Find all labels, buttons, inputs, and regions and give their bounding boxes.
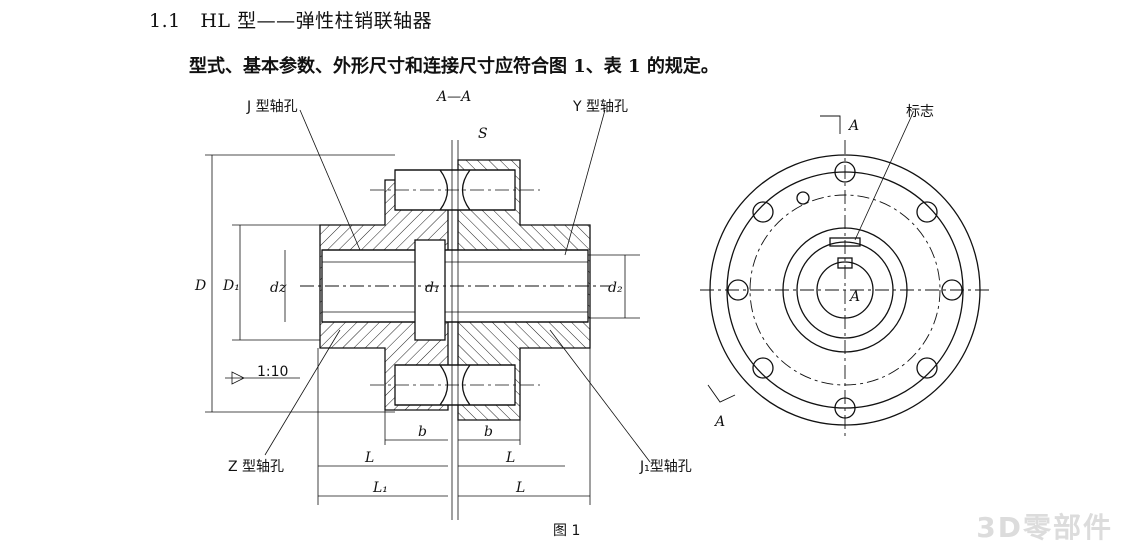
- label-a-bottom: A: [713, 414, 725, 430]
- dim-d1-outer: D₁: [222, 278, 240, 294]
- section-description: 型式、基本参数、外形尺寸和连接尺寸应符合图 1、表 1 的规定。: [189, 56, 719, 77]
- dim-d2: d₂: [608, 280, 623, 296]
- dim-b-right: b: [484, 424, 493, 440]
- end-view: [700, 114, 990, 440]
- label-taper: 1:10: [257, 364, 288, 380]
- figure-caption: 图 1: [553, 523, 580, 539]
- label-y-hole: Y 型轴孔: [572, 99, 628, 115]
- label-a-top: A: [847, 118, 859, 134]
- section-title: HL 型——弹性柱销联轴器: [200, 10, 433, 32]
- dim-b-left: b: [418, 424, 427, 440]
- label-section-mark: A—A: [435, 89, 471, 105]
- section-view: [205, 109, 651, 520]
- dim-l-left: L: [364, 450, 374, 466]
- label-mark: 标志: [906, 104, 934, 120]
- dim-l-bottom: L: [515, 480, 525, 496]
- dim-l-right: L: [505, 450, 515, 466]
- label-z-hole: Z 型轴孔: [228, 459, 284, 475]
- section-number: 1.1: [149, 10, 181, 32]
- dim-l1: L₁: [372, 480, 388, 496]
- dim-d1: d₁: [425, 280, 440, 296]
- dim-d: D: [194, 278, 206, 294]
- label-j-hole: J 型轴孔: [246, 99, 298, 115]
- watermark: 3D零部件: [976, 511, 1113, 544]
- dim-s: S: [478, 126, 488, 142]
- label-j1-hole: J₁型轴孔: [639, 459, 692, 475]
- label-a-center: A: [848, 289, 860, 305]
- dim-dz: dz: [270, 280, 287, 296]
- section-heading: 1.1 HL 型——弹性柱销联轴器: [149, 6, 432, 33]
